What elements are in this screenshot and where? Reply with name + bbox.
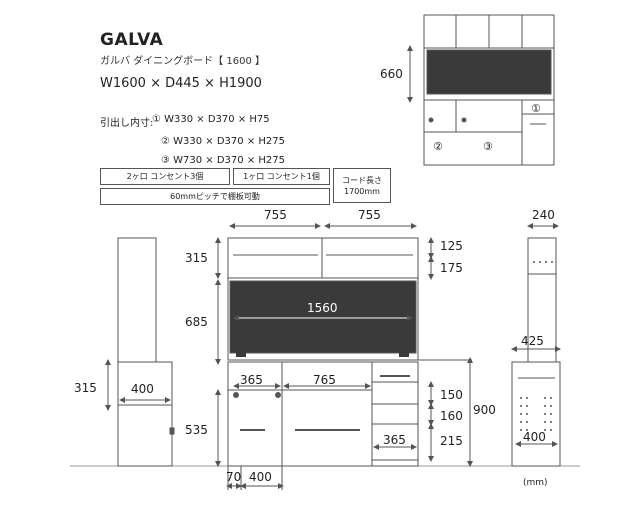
front-view [215, 223, 473, 490]
cord-length-value: 1700mm [344, 186, 380, 196]
outlet-1-badge: 1ヶ口 コンセント1個 [233, 168, 330, 185]
drawer-height-160: 160 [440, 409, 463, 423]
left-side-height-label: 315 [74, 381, 97, 395]
lower-width-365: 365 [240, 373, 263, 387]
drawer-height-215: 215 [440, 434, 463, 448]
drawer-spec-2: ② W330 × D370 × H275 [161, 136, 285, 147]
product-subtitle: ガルバ ダイニングボード【 1600 】 [100, 56, 265, 67]
drawer-spec-1: ① W330 × D370 × H75 [152, 114, 270, 125]
left-height-upper: 315 [185, 251, 208, 265]
cord-length-badge: コード長さ 1700mm [333, 168, 391, 203]
right-side-dots [520, 261, 553, 431]
left-height-lower: 535 [185, 423, 208, 437]
lower-width-765: 765 [313, 373, 336, 387]
thumbnail-label-2: ② [433, 140, 443, 153]
right-side-view [511, 223, 561, 467]
overall-dimensions: W1600 × D445 × H1900 [100, 76, 262, 91]
cord-length-label: コード長さ [342, 175, 382, 185]
thumbnail-height-label: 660 [380, 67, 403, 81]
panel-handle-left [236, 352, 246, 357]
right-side-bottom-depth: 400 [523, 430, 546, 444]
total-lower-height: 900 [473, 403, 496, 417]
drawer-inner-label: 引出し内寸: [100, 118, 154, 129]
left-side-view [105, 237, 175, 467]
top-width-left: 755 [264, 208, 287, 222]
unit-label: (mm) [523, 478, 548, 488]
drawer-height-150: 150 [440, 388, 463, 402]
brand-title: GALVA [100, 30, 164, 50]
drawer-spec-3: ③ W730 × D370 × H275 [161, 155, 285, 166]
outlet-3-badge: 2ヶ口 コンセント3個 [100, 168, 230, 185]
drawer-width-365: 365 [383, 433, 406, 447]
bottom-width-70: 70 [226, 470, 241, 484]
top-width-right: 755 [358, 208, 381, 222]
thumbnail-label-3: ③ [483, 140, 493, 153]
bottom-width-400: 400 [249, 470, 272, 484]
right-height-125: 125 [440, 239, 463, 253]
glass-panel [229, 280, 417, 354]
panel-width-label: 1560 [307, 301, 338, 315]
thumbnail-label-1: ① [531, 102, 541, 115]
right-side-top-depth: 240 [532, 208, 555, 222]
left-height-panel: 685 [185, 315, 208, 329]
right-height-175: 175 [440, 261, 463, 275]
shelf-pitch-badge: 60mmピッチで棚板可動 [100, 188, 330, 205]
right-side-mid-depth: 425 [521, 334, 544, 348]
panel-handle-right [399, 352, 409, 357]
thumbnail-view [407, 14, 555, 166]
left-side-depth-label: 400 [131, 382, 154, 396]
